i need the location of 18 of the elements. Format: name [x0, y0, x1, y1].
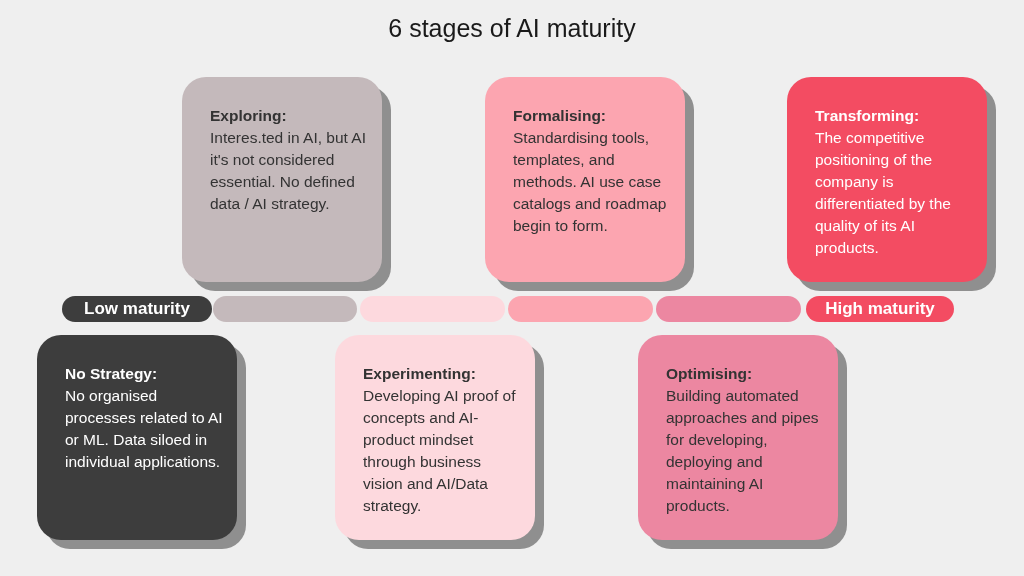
- diagram-title: 6 stages of AI maturity: [387, 14, 637, 43]
- maturity-label-pill: Low maturity: [62, 296, 212, 322]
- maturity-label-pill: High maturity: [806, 296, 954, 322]
- stage-heading: Transforming:: [815, 106, 921, 126]
- stage-description: Standardising tools, templates, and methods. AI use case catalogs and roadmap begin to form.: [513, 128, 668, 236]
- stage-heading: Formalising:: [513, 106, 607, 126]
- maturity-bar-segment: [656, 296, 801, 322]
- stage-heading: No Strategy:: [65, 364, 159, 384]
- stage-description: Building automated approaches and pipes for developing, deploying and maintaining AI products.: [666, 386, 820, 516]
- maturity-bar-segment: [213, 296, 357, 322]
- stage-heading: Optimising:: [666, 364, 754, 384]
- stage-description: No organised processes related to AI or ML. Data siloed in individual applications.: [65, 386, 224, 472]
- stage-description: Developing AI proof of concepts and AI-product mindset through business vision and AI/Data strategy.: [363, 386, 517, 516]
- maturity-bar-segment: [508, 296, 653, 322]
- stage-heading: Experimenting:: [363, 364, 477, 384]
- stage-description: Interes.ted in AI, but AI it's not considered essential. No defined data / AI strategy.: [210, 128, 367, 214]
- stage-heading: Exploring:: [210, 106, 288, 126]
- stage-description: The competitive positioning of the company is differentiated by the quality of its AI products.: [815, 128, 952, 258]
